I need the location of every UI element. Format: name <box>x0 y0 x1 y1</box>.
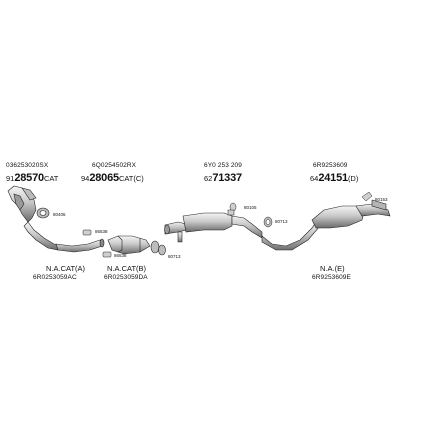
part-number-4: 6424151(D) <box>310 172 358 184</box>
part-number-1-prefix: 91 <box>6 174 15 183</box>
part-number-2-prefix: 94 <box>81 174 90 183</box>
na-label-e-suffix: (E) <box>334 264 345 273</box>
callout-80105: 80105 <box>244 205 257 210</box>
na-label-b-suffix: CAT(B) <box>121 264 147 273</box>
part-number-4-prefix: 64 <box>310 174 319 183</box>
callout-80153: 80153 <box>375 197 388 202</box>
na-label-a-suffix: CAT(A) <box>60 264 86 273</box>
callout-86538-top: 86538 <box>95 229 108 234</box>
na-label-a-text: N.A. <box>46 264 61 273</box>
part-number-4-suffix: (D) <box>347 174 359 183</box>
part-number-4-bold: 24151 <box>318 172 348 184</box>
catalytic-converter <box>107 235 151 255</box>
callout-80713-left: 80713 <box>168 254 181 259</box>
na-label-b: N.A.CAT(B) <box>107 264 146 273</box>
oem-number-1: 036253020SX <box>6 162 49 169</box>
na-label-e-text: N.A. <box>320 264 335 273</box>
part-number-3-prefix: 62 <box>204 174 213 183</box>
middle-silencer <box>164 212 263 243</box>
part-number-1-bold: 28570 <box>14 172 44 184</box>
gasket-80406 <box>36 207 50 219</box>
callout-80406: 80406 <box>53 212 66 217</box>
part-number-2-suffix: CAT(C) <box>118 174 144 183</box>
oem-number-3: 6Y0 253 209 <box>204 162 242 169</box>
oem-number-2: 6Q0254502RX <box>92 162 137 169</box>
na-label-b-text: N.A. <box>107 264 122 273</box>
part-number-1-suffix: CAT <box>43 174 59 183</box>
callout-80713-right: 80713 <box>275 219 288 224</box>
na-oem-a: 6R0253059AC <box>33 274 77 281</box>
clamp-80105 <box>227 202 237 216</box>
exhaust-manifold <box>7 185 61 251</box>
na-oem-e: 6R9253609E <box>312 274 351 281</box>
bolt-86538-top <box>82 229 92 236</box>
na-label-a: N.A.CAT(A) <box>46 264 85 273</box>
na-oem-b: 6R0253059DA <box>104 274 148 281</box>
part-number-3-bold: 71337 <box>212 172 242 184</box>
na-label-e: N.A.(E) <box>320 264 345 273</box>
part-number-2: 9428065CAT(C) <box>81 172 144 184</box>
part-number-3: 6271337 <box>204 172 242 184</box>
rear-silencer <box>261 199 391 251</box>
oem-number-4: 6R9253609 <box>313 162 348 169</box>
gasket-80713-right <box>263 216 273 228</box>
part-number-2-bold: 28065 <box>89 172 119 184</box>
hanger-80153 <box>361 191 373 202</box>
gasket-80713-left <box>150 240 166 256</box>
front-pipe <box>55 238 105 253</box>
bolt-86538-bottom <box>102 251 112 258</box>
callout-86538-bottom: 86538 <box>114 253 127 258</box>
part-number-1: 9128570CAT <box>6 172 58 184</box>
